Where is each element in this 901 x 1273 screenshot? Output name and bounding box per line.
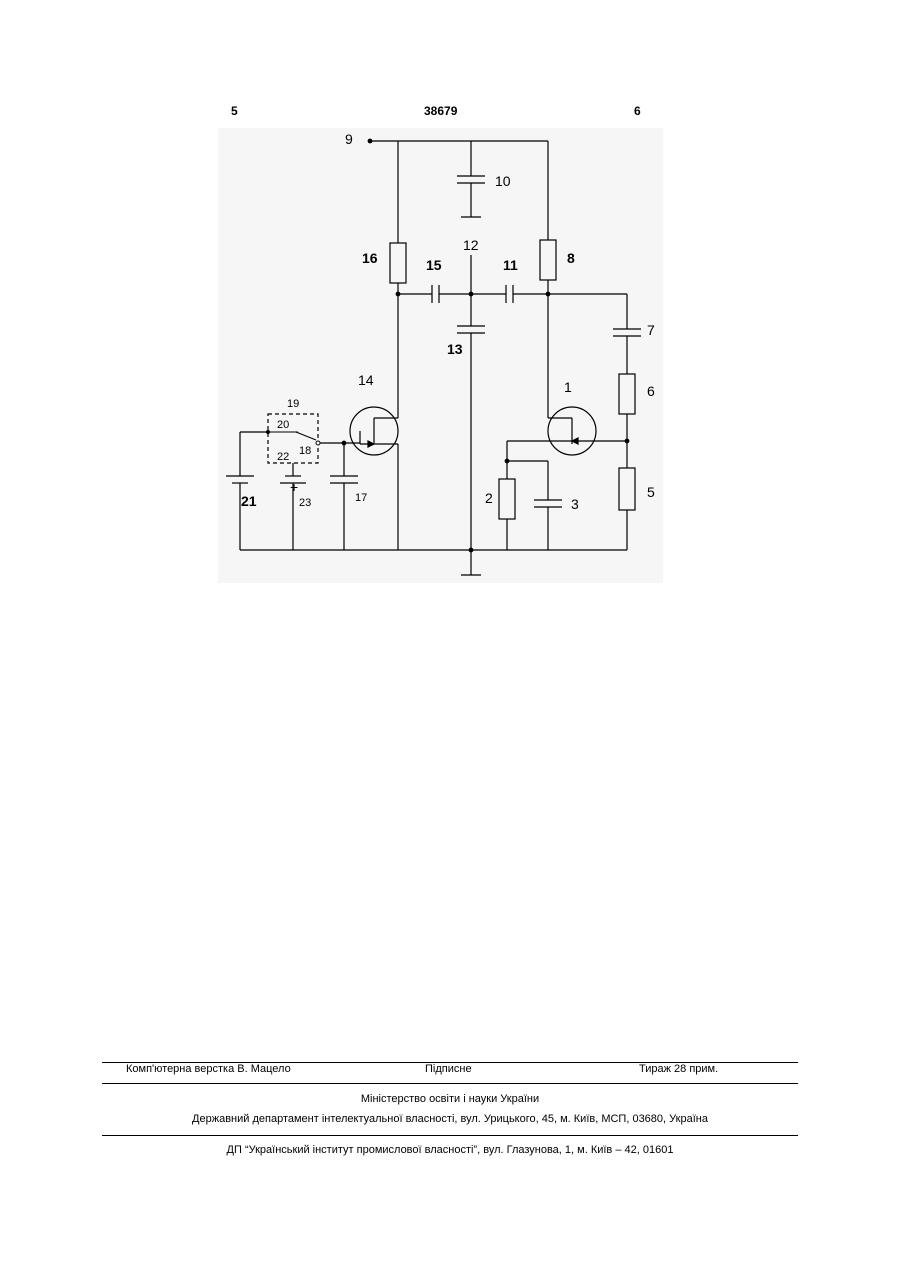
label-6: 6 [647,383,655,399]
label-22: 22 [277,451,289,463]
label-23: 23 [299,497,311,509]
label-19: 19 [287,398,299,410]
circuit-diagram: 9 10 12 16 15 11 8 7 13 14 1 6 19 20 22 … [0,0,901,620]
footer-institute: ДП “Український інститут промислової вла… [102,1144,798,1156]
label-3: 3 [571,496,579,512]
label-8: 8 [567,250,575,266]
label-12: 12 [463,237,479,253]
label-14: 14 [358,372,374,388]
footer-rule-bottom [102,1135,798,1136]
footer-ministry: Міністерство освіти і науки України [102,1093,798,1105]
label-18: 18 [299,445,311,457]
label-15: 15 [426,257,442,273]
footer-rule-middle [102,1083,798,1084]
label-10: 10 [495,173,511,189]
footer-layout-credit: Комп'ютерна верстка В. Мацело [126,1063,291,1075]
label-16: 16 [362,250,378,266]
label-17: 17 [355,492,367,504]
footer-signed: Підписне [425,1063,472,1075]
label-11: 11 [503,257,518,273]
label-7: 7 [647,322,655,338]
label-5: 5 [647,484,655,500]
footer-circulation: Тираж 28 прим. [639,1063,718,1075]
label-2: 2 [485,490,493,506]
label-1: 1 [564,379,572,395]
label-21: 21 [241,493,257,509]
footer-department: Державний департамент інтелектуальної вл… [102,1113,798,1125]
label-20: 20 [277,419,289,431]
label-9: 9 [345,131,353,147]
label-plus: + [290,479,298,495]
label-13: 13 [447,341,463,357]
scan-background [218,128,663,583]
